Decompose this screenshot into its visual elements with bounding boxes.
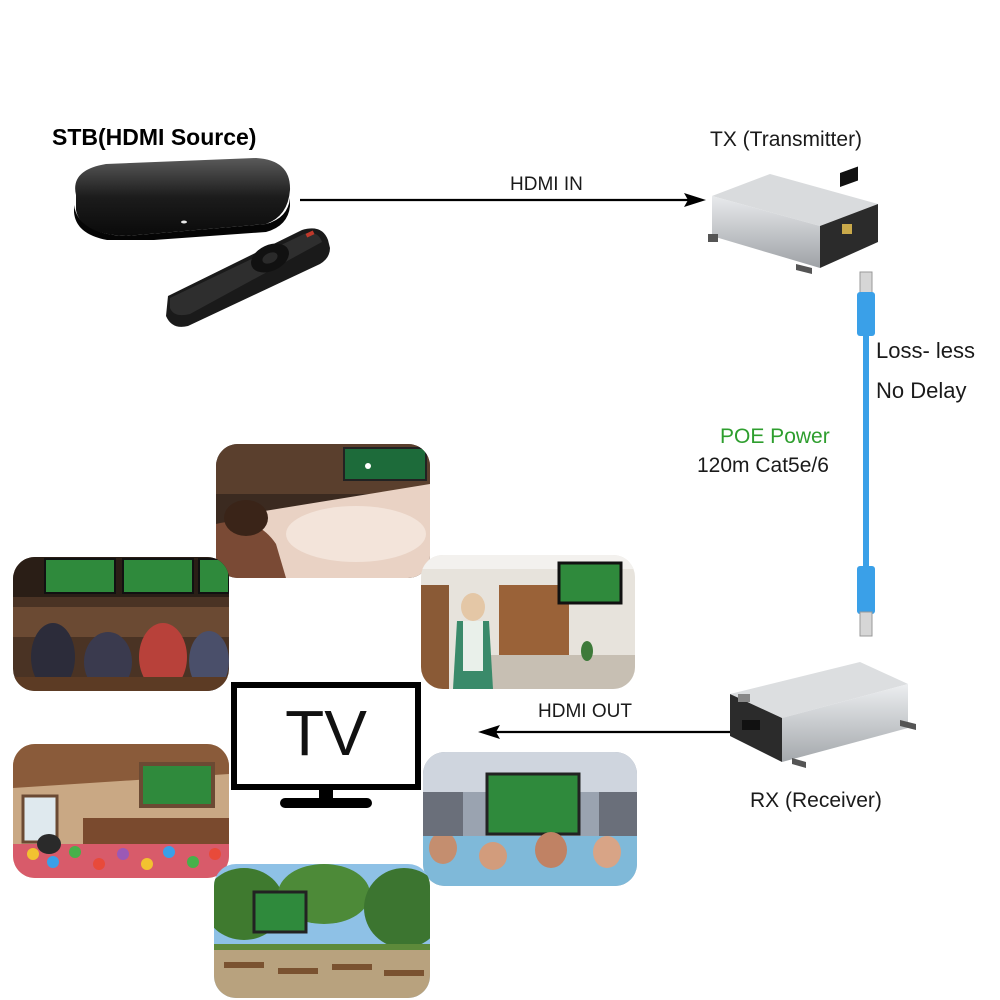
remote-control bbox=[166, 228, 330, 327]
cable-spec-label: 120m Cat5e/6 bbox=[697, 454, 829, 477]
rx-label: RX (Receiver) bbox=[750, 789, 882, 812]
feature-lossless: Loss- less bbox=[876, 338, 976, 363]
ball-pit-playroom-scene bbox=[13, 744, 229, 878]
hdmi-in-label: HDMI IN bbox=[510, 174, 583, 195]
hot-tub-tv-scene bbox=[423, 752, 637, 886]
feature-no-delay: No Delay bbox=[876, 378, 967, 403]
tv-screen: TV bbox=[231, 682, 421, 790]
stb-title: STB(HDMI Source) bbox=[52, 124, 257, 150]
outdoor-cafe-screen-scene bbox=[214, 864, 430, 998]
sports-bar-scene bbox=[13, 557, 229, 691]
cat-cable bbox=[857, 271, 875, 637]
hdmi-in-arrow bbox=[300, 193, 706, 207]
bathtub-tv-scene bbox=[216, 444, 430, 578]
poe-power-label: POE Power bbox=[720, 425, 830, 448]
tv-stand bbox=[280, 788, 372, 808]
hdmi-out-arrow bbox=[478, 725, 730, 739]
hdmi-out-label: HDMI OUT bbox=[538, 701, 632, 722]
tv-text: TV bbox=[285, 697, 367, 769]
kitchen-tv-scene bbox=[421, 555, 635, 689]
set-top-box bbox=[74, 158, 291, 240]
rx-device bbox=[730, 662, 916, 768]
tx-label: TX (Transmitter) bbox=[710, 128, 863, 151]
tx-device bbox=[708, 166, 878, 274]
